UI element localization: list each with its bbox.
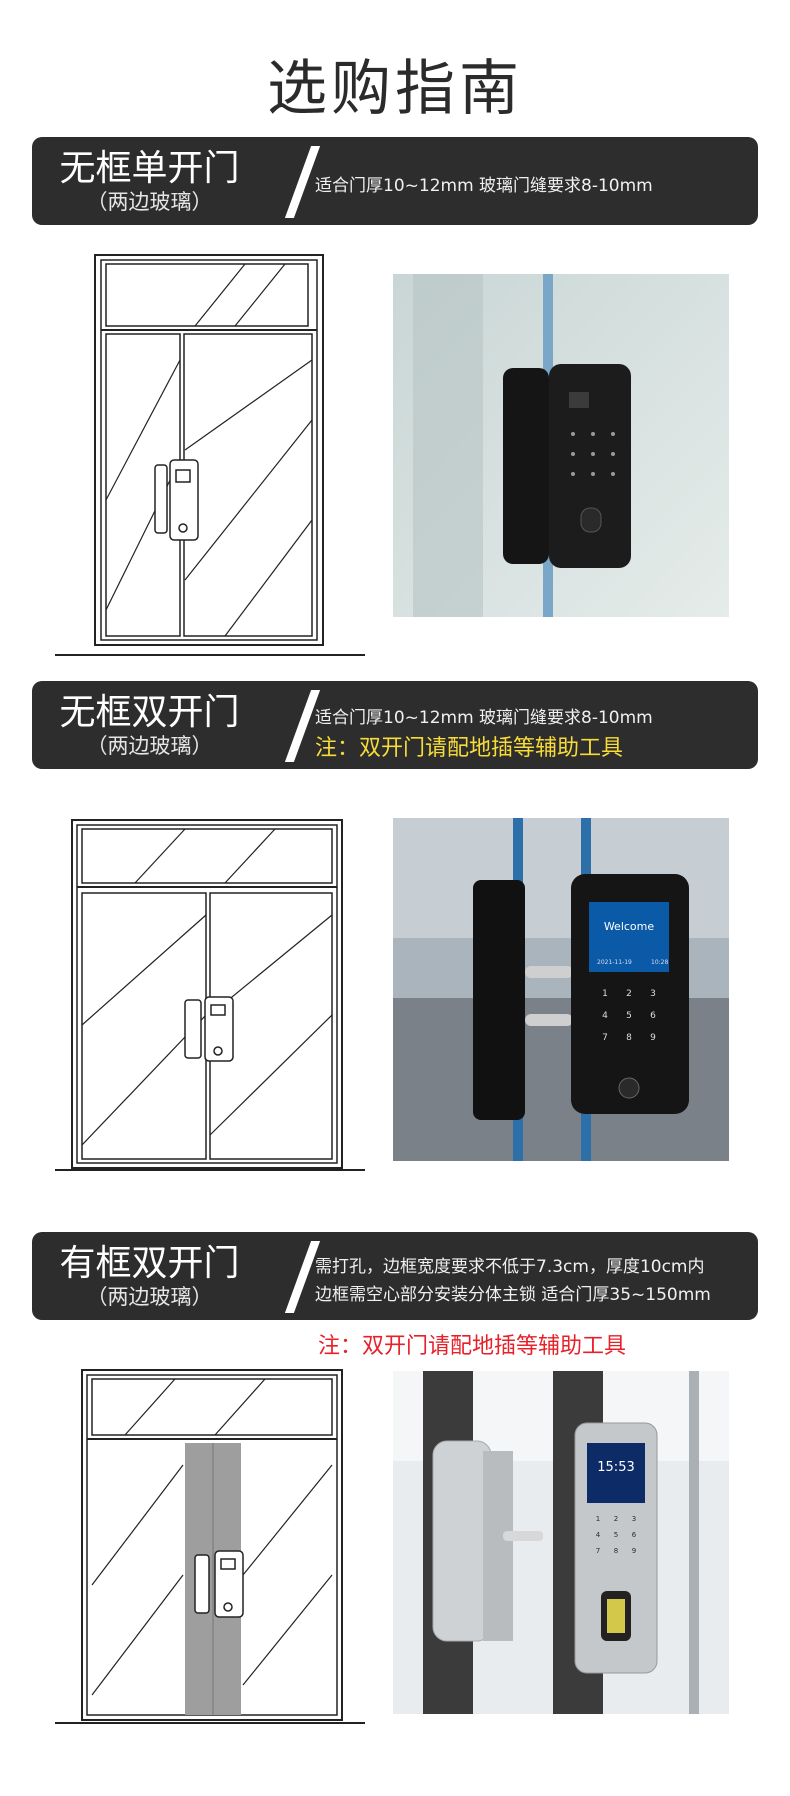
svg-text:9: 9 xyxy=(650,1033,656,1043)
screen-big-time: 15:53 xyxy=(597,1460,634,1475)
single-door-lock-photo xyxy=(393,274,729,617)
screen-time: 10:28 xyxy=(651,959,668,966)
svg-text:6: 6 xyxy=(650,1011,656,1021)
svg-text:5: 5 xyxy=(626,1011,632,1021)
spec-line: 适合门厚10~12mm 玻璃门缝要求8-10mm xyxy=(315,176,653,196)
svg-text:4: 4 xyxy=(596,1531,601,1539)
svg-text:4: 4 xyxy=(602,1011,608,1021)
section-banner-framed-double: 有框双开门 （两边玻璃） 需打孔，边框宽度要求不低于7.3cm，厚度10cm内 … xyxy=(32,1232,758,1320)
section-subtitle: （两边玻璃） xyxy=(86,190,213,214)
svg-text:7: 7 xyxy=(596,1547,600,1555)
section-subtitle: （两边玻璃） xyxy=(86,1285,213,1309)
section-subtitle: （两边玻璃） xyxy=(86,734,213,758)
svg-text:3: 3 xyxy=(650,989,656,999)
spec-line-1: 需打孔，边框宽度要求不低于7.3cm，厚度10cm内 xyxy=(315,1257,705,1277)
section-title: 有框双开门 xyxy=(59,1243,240,1284)
framed-door-lock-photo: 15:53 1 2 3 4 5 6 7 8 9 xyxy=(393,1371,729,1714)
svg-text:3: 3 xyxy=(632,1515,636,1523)
section-banner-frameless-double: 无框双开门 （两边玻璃） 适合门厚10~12mm 玻璃门缝要求8-10mm 注：… xyxy=(32,681,758,769)
svg-text:2: 2 xyxy=(626,989,632,999)
svg-text:7: 7 xyxy=(602,1033,608,1043)
lock-sketch xyxy=(154,459,199,541)
svg-text:8: 8 xyxy=(626,1033,632,1043)
spec-line: 适合门厚10~12mm 玻璃门缝要求8-10mm xyxy=(315,708,653,728)
section-title: 无框单开门 xyxy=(59,148,240,189)
svg-text:6: 6 xyxy=(632,1531,637,1539)
single-door-drawing xyxy=(55,254,365,656)
screen-date: 2021-11-19 xyxy=(597,959,632,966)
lock-sketch xyxy=(194,1550,244,1618)
svg-text:8: 8 xyxy=(614,1547,618,1555)
screen-welcome: Welcome xyxy=(604,920,655,933)
svg-text:2: 2 xyxy=(614,1515,618,1523)
double-door-lock-photo: Welcome 2021-11-19 10:28 1 2 3 4 5 6 7 8 9 xyxy=(393,818,729,1161)
double-door-drawing xyxy=(55,819,365,1171)
page-title: 选购指南 xyxy=(267,54,523,124)
section-banner-frameless-single: 无框单开门 （两边玻璃） 适合门厚10~12mm 玻璃门缝要求8-10mm xyxy=(32,137,758,225)
section-title: 无框双开门 xyxy=(59,692,240,733)
lock-sketch xyxy=(184,996,234,1062)
framed-double-door-drawing xyxy=(55,1369,365,1724)
svg-text:1: 1 xyxy=(602,989,608,999)
svg-text:9: 9 xyxy=(632,1547,636,1555)
note-line: 注：双开门请配地插等辅助工具 xyxy=(315,736,624,761)
note-line-red: 注：双开门请配地插等辅助工具 xyxy=(318,1334,627,1359)
svg-text:5: 5 xyxy=(614,1531,618,1539)
svg-text:1: 1 xyxy=(596,1515,600,1523)
spec-line-2: 边框需空心部分安装分体主锁 适合门厚35~150mm xyxy=(315,1285,711,1305)
